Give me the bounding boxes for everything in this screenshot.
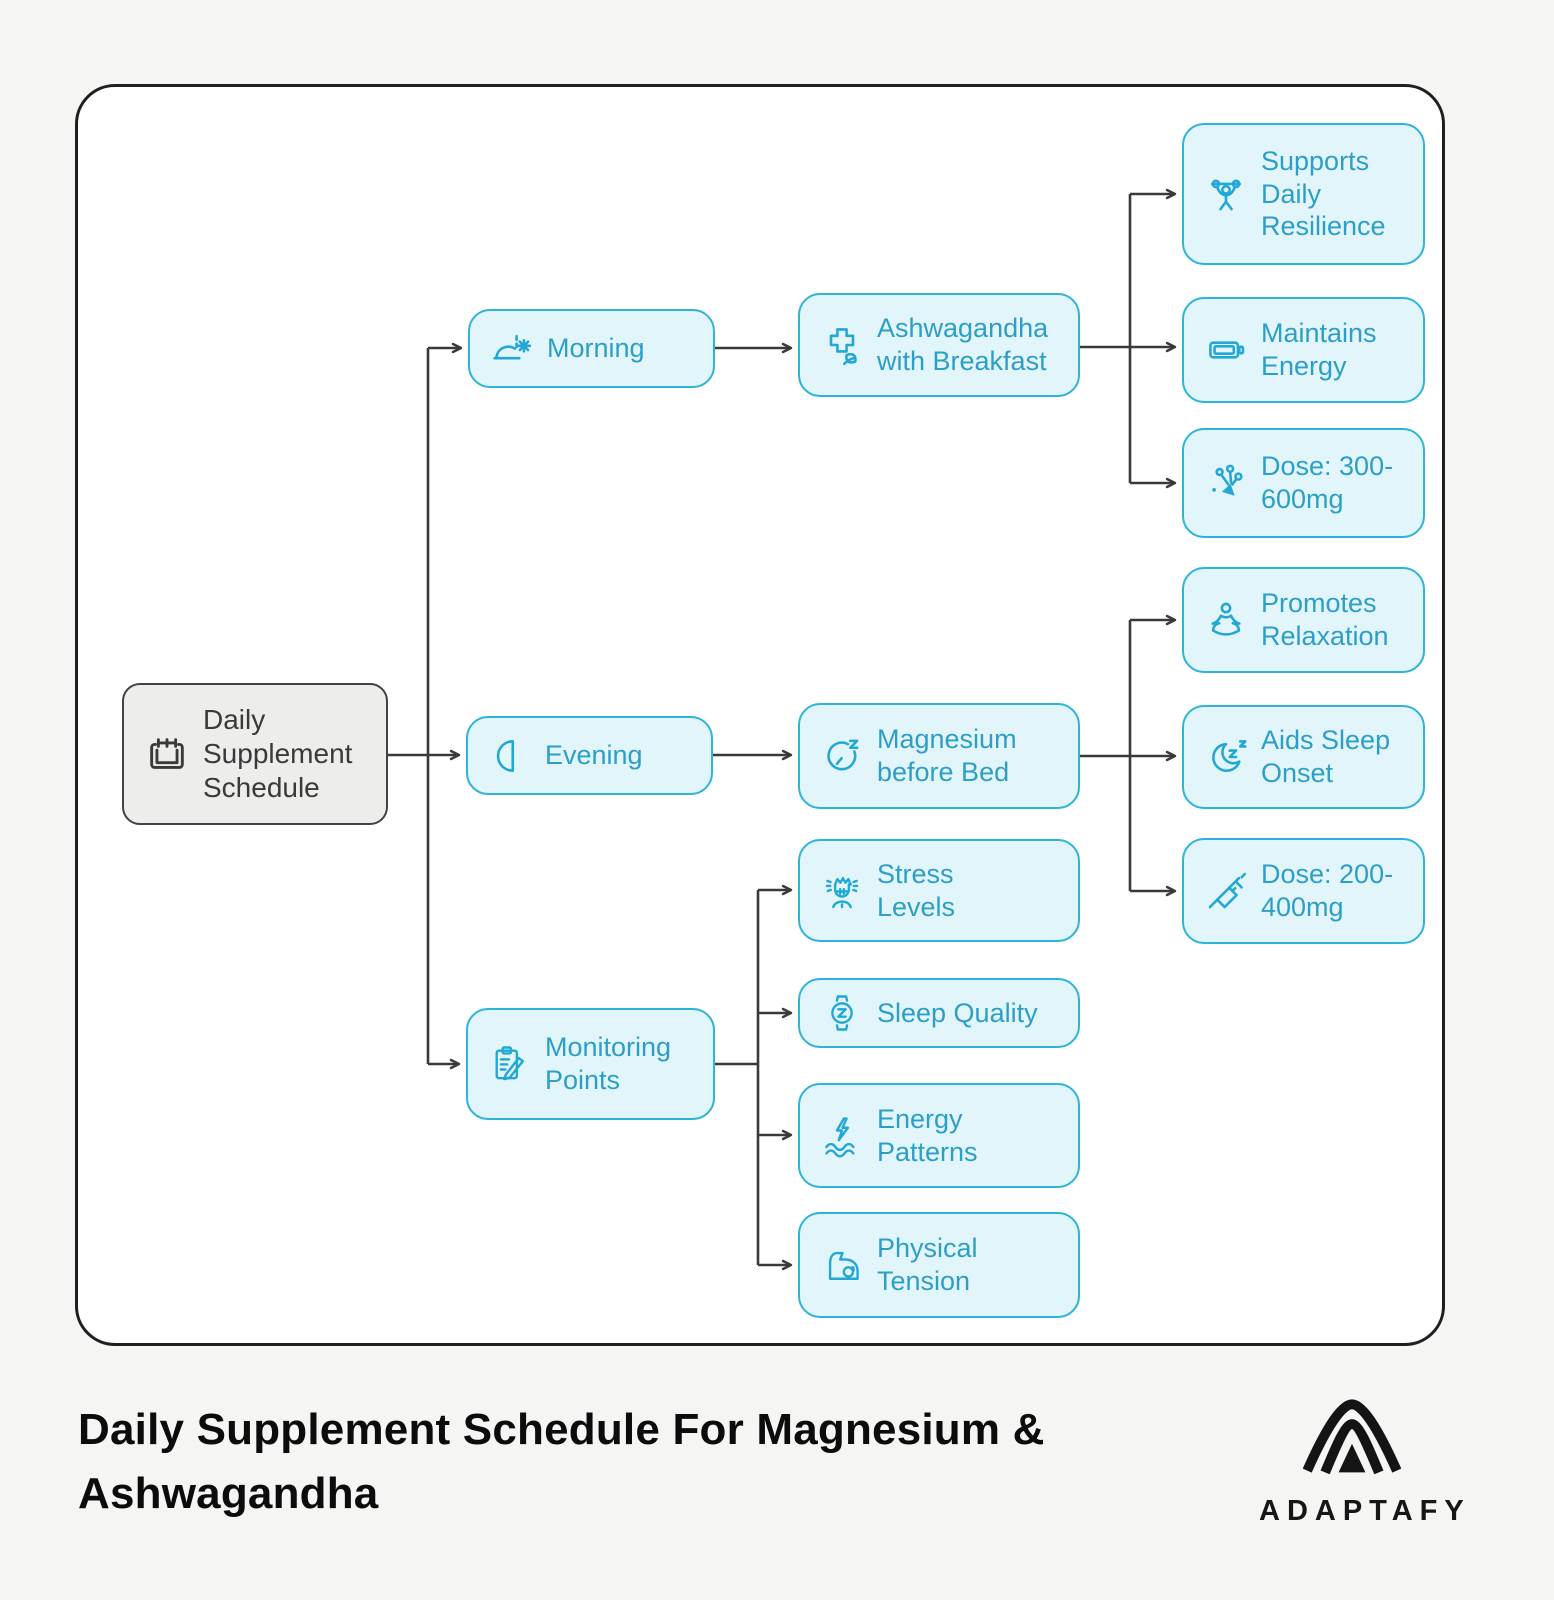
brand-block: ADAPTAFY: [1252, 1390, 1471, 1528]
sleep-timer-icon: [820, 734, 864, 778]
node-label: Sleep Quality: [877, 997, 1038, 1028]
node-monitoring-points: Monitoring Points: [466, 1008, 715, 1120]
node-label: Monitoring Points: [545, 1032, 672, 1095]
node-physical-tension: Physical Tension: [798, 1212, 1080, 1318]
node-label: Maintains Energy: [1261, 318, 1377, 381]
roots-icon: [1204, 461, 1248, 505]
calendar-icon: [144, 731, 190, 777]
node-stress-levels: Stress Levels: [798, 839, 1080, 942]
node-magnesium-before-bed: Magnesium before Bed: [798, 703, 1080, 809]
moon-zz-icon: [1204, 735, 1248, 779]
node-label: Dose: 300-600mg: [1261, 451, 1394, 514]
page-title: Daily Supplement Schedule For Magnesium …: [78, 1405, 1045, 1518]
node-label: Aids Sleep Onset: [1261, 725, 1391, 788]
node-label: Magnesium before Bed: [877, 724, 1017, 787]
node-aids-sleep-onset: Aids Sleep Onset: [1182, 705, 1425, 809]
adaptafy-logo-icon: [1292, 1390, 1412, 1481]
node-label: Supports Daily Resilience: [1261, 145, 1386, 242]
node-dose-morning: Dose: 300-600mg: [1182, 428, 1425, 538]
node-maintains-energy: Maintains Energy: [1182, 297, 1425, 403]
smartwatch-z-icon: [820, 991, 864, 1035]
node-label: Daily Supplement Schedule: [203, 703, 353, 804]
node-ashwagandha-with-breakfast: Ashwagandha with Breakfast: [798, 293, 1080, 397]
half-moon-icon: [488, 734, 532, 778]
node-sleep-quality: Sleep Quality: [798, 978, 1080, 1048]
node-label: Dose: 200-400mg: [1261, 859, 1394, 922]
node-label: Morning: [547, 333, 645, 364]
medical-cross-leaf-icon: [820, 323, 864, 367]
node-label: Physical Tension: [877, 1233, 978, 1296]
node-energy-patterns: Energy Patterns: [798, 1083, 1080, 1188]
brand-name: ADAPTAFY: [1259, 1495, 1471, 1527]
sunrise-icon: [490, 327, 534, 371]
node-promotes-relaxation: Promotes Relaxation: [1182, 567, 1425, 673]
stressed-face-icon: [820, 869, 864, 913]
node-daily-supplement-schedule: Daily Supplement Schedule: [122, 683, 388, 825]
node-evening: Evening: [466, 716, 713, 795]
node-label: Energy Patterns: [877, 1103, 978, 1167]
meditation-icon: [1204, 598, 1248, 642]
weightlifter-icon: [1204, 172, 1248, 216]
node-label: Stress Levels: [877, 858, 956, 922]
node-label: Ashwagandha with Breakfast: [877, 313, 1049, 376]
node-label: Promotes Relaxation: [1261, 588, 1389, 651]
node-morning: Morning: [468, 309, 715, 388]
syringe-icon: [1204, 869, 1248, 913]
node-dose-evening: Dose: 200-400mg: [1182, 838, 1425, 944]
bicep-icon: [820, 1243, 864, 1287]
battery-icon: [1204, 328, 1248, 372]
node-label: Evening: [545, 740, 643, 771]
clipboard-pen-icon: [488, 1042, 532, 1086]
energy-waves-icon: [820, 1114, 864, 1158]
node-supports-daily-resilience: Supports Daily Resilience: [1182, 123, 1425, 265]
